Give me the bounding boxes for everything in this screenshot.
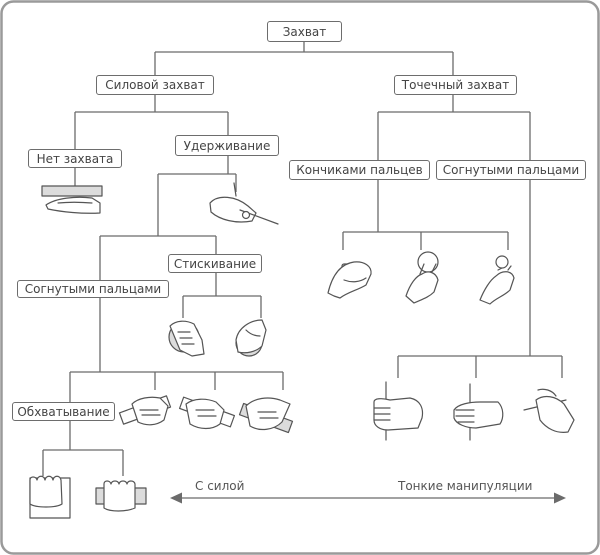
node-bent-fingers-power: Согнутыми пальцами	[17, 280, 169, 298]
holding-hand-icon	[209, 182, 279, 225]
squeezing-round-hand-icon	[235, 319, 267, 357]
tree-connectors	[42, 42, 563, 476]
node-fingertips: Кончиками пальцев	[289, 160, 430, 180]
node-wrapping: Обхватывание	[12, 402, 115, 421]
bent-fingers-bar-hand-icon-3	[238, 397, 294, 434]
node-squeezing: Стискивание	[168, 254, 262, 273]
scale-label-fine-manipulation: Тонкие манипуляции	[398, 479, 533, 493]
node-precision-grip: Точечный захват	[394, 75, 517, 95]
fingertips-hand-icon-1	[327, 261, 372, 299]
scale-label-force: С силой	[195, 479, 245, 493]
wrapping-fist-icon-1	[29, 475, 71, 519]
node-no-grip: Нет захвата	[28, 149, 122, 168]
bent-fingers-rod-hand-icon-1	[373, 381, 424, 441]
node-root-grip: Захват	[267, 21, 342, 42]
node-bent-fingers-precision: Согнутыми пальцами	[436, 160, 586, 180]
fingertips-hand-icon-2	[405, 251, 439, 304]
bent-fingers-pen-hand-icon	[523, 388, 575, 433]
node-power-grip: Силовой захват	[96, 75, 214, 95]
bent-fingers-bar-hand-icon-1	[118, 395, 172, 426]
no-grip-hand-icon	[41, 185, 103, 214]
scale-arrow	[170, 492, 566, 504]
squeezing-ball-hand-icon	[168, 320, 205, 357]
bent-fingers-rod-hand-icon-2	[453, 383, 504, 441]
wrapping-fist-icon-2	[95, 480, 147, 512]
bent-fingers-bar-hand-icon-2	[178, 396, 236, 430]
fingertips-hand-icon-3	[479, 255, 515, 305]
node-holding: Удерживание	[175, 135, 279, 156]
